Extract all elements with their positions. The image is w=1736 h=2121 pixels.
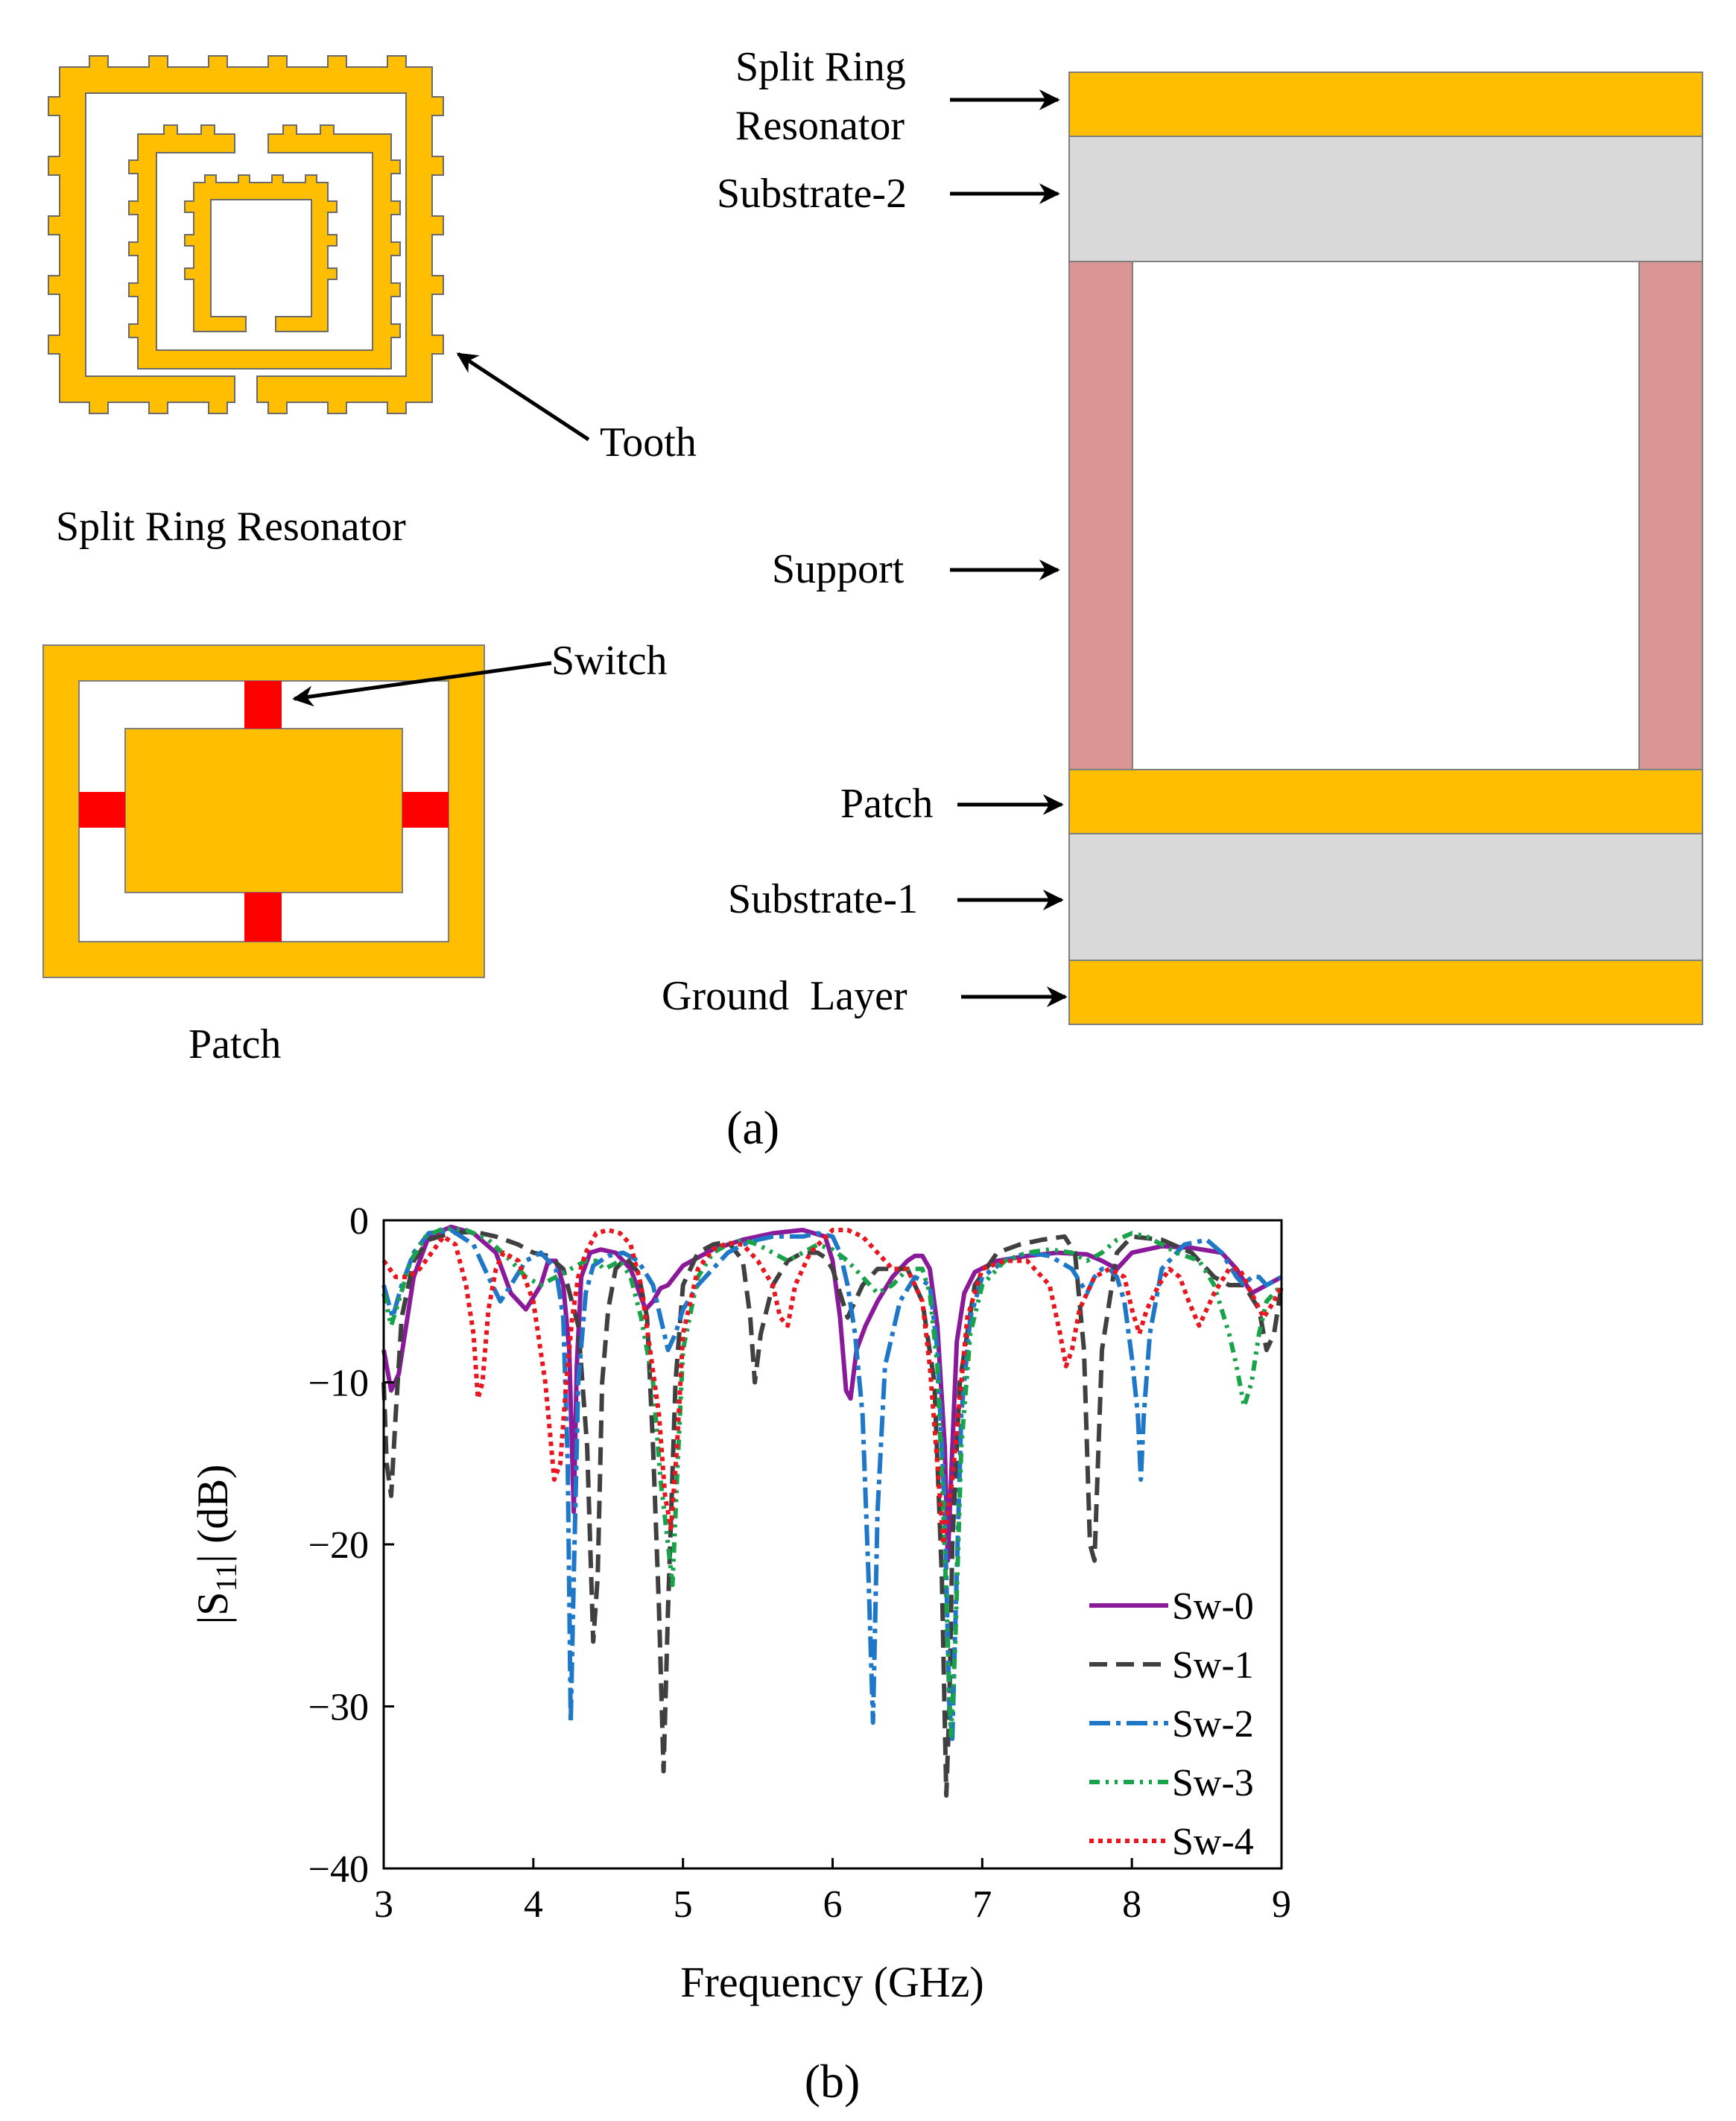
srr-title: Split Ring Resonator bbox=[56, 504, 406, 550]
y-tick-label: −20 bbox=[308, 1524, 369, 1567]
y-tick-label: −40 bbox=[308, 1848, 369, 1891]
series-line-sw-3 bbox=[381, 1226, 1284, 1741]
stack-srr-layer bbox=[1068, 72, 1703, 137]
y-tick-label: 0 bbox=[349, 1200, 369, 1243]
x-axis: 3 4 5 6 7 8 9 bbox=[374, 1858, 1291, 1926]
tooth-label: Tooth bbox=[600, 419, 697, 466]
stack-patch-layer bbox=[1068, 769, 1703, 834]
patch-title: Patch bbox=[189, 1021, 281, 1068]
y-axis-label: |S11| (dB) bbox=[189, 1465, 243, 1625]
x-axis-label: Frequency (GHz) bbox=[680, 1958, 983, 2006]
layer-stack bbox=[1068, 72, 1703, 1025]
stack-arrows bbox=[950, 89, 1068, 1007]
legend: Sw-0Sw-1Sw-2Sw-3Sw-4 bbox=[1089, 1585, 1254, 1863]
stack-substrate1-layer bbox=[1068, 833, 1703, 961]
legend-label-sw-3: Sw-3 bbox=[1172, 1762, 1254, 1804]
label-srr-line2: Resonator bbox=[735, 103, 905, 149]
split-ring-resonator-drawing bbox=[48, 55, 444, 414]
x-tick-label: 4 bbox=[524, 1883, 543, 1926]
label-support: Support bbox=[772, 546, 905, 592]
srr-middle-ring bbox=[128, 124, 401, 370]
y-axis-label-tail: | (dB) bbox=[189, 1465, 237, 1563]
caption-a: (a) bbox=[726, 1101, 779, 1154]
switch-left bbox=[79, 792, 125, 828]
stack-ground-layer bbox=[1068, 960, 1703, 1025]
y-axis-label-subscript: 11 bbox=[209, 1563, 243, 1592]
switch-arrow bbox=[292, 661, 552, 707]
switch-label: Switch bbox=[551, 638, 668, 684]
series-line-sw-1 bbox=[381, 1229, 1284, 1798]
legend-label-sw-1: Sw-1 bbox=[1172, 1644, 1254, 1687]
label-patch: Patch bbox=[840, 781, 933, 827]
label-substrate1: Substrate-1 bbox=[728, 876, 918, 922]
legend-label-sw-4: Sw-4 bbox=[1172, 1821, 1254, 1863]
stack-substrate2-layer bbox=[1068, 136, 1703, 262]
tooth-arrow bbox=[456, 352, 590, 442]
x-tick-label: 6 bbox=[823, 1883, 843, 1926]
stack-support-right bbox=[1638, 261, 1703, 770]
x-tick-label: 7 bbox=[972, 1883, 992, 1926]
s11-chart: 3 4 5 6 7 8 9 0 −10 −20 −30 −40 Frequency (GHz) |S… bbox=[189, 1200, 1291, 2006]
label-ground: Ground Layer bbox=[662, 973, 907, 1019]
x-tick-label: 5 bbox=[674, 1883, 693, 1926]
x-tick-label: 3 bbox=[374, 1883, 393, 1926]
switch-top bbox=[244, 681, 282, 729]
patch-center bbox=[124, 728, 403, 893]
x-tick-label: 9 bbox=[1272, 1883, 1291, 1926]
y-tick-label: −10 bbox=[308, 1363, 369, 1405]
label-substrate2: Substrate-2 bbox=[717, 171, 907, 217]
stack-support-left bbox=[1068, 261, 1133, 770]
label-srr-line1: Split Ring bbox=[735, 44, 906, 90]
srr-inner-ring bbox=[184, 174, 338, 332]
chart-series-group bbox=[381, 1224, 1284, 1798]
x-tick-label: 8 bbox=[1122, 1883, 1141, 1926]
legend-label-sw-0: Sw-0 bbox=[1172, 1585, 1254, 1628]
srr-outer-ring bbox=[48, 55, 444, 414]
switch-bottom bbox=[244, 893, 282, 942]
y-axis-label-main: |S bbox=[189, 1592, 237, 1625]
y-axis: 0 −10 −20 −30 −40 bbox=[308, 1200, 394, 1891]
caption-b: (b) bbox=[805, 2055, 861, 2108]
patch-drawing bbox=[42, 644, 485, 978]
y-tick-label: −30 bbox=[308, 1687, 369, 1729]
switch-right bbox=[402, 792, 449, 828]
legend-label-sw-2: Sw-2 bbox=[1172, 1703, 1254, 1746]
series-line-sw-4 bbox=[381, 1228, 1284, 1547]
plot-frame bbox=[382, 1219, 1283, 1870]
